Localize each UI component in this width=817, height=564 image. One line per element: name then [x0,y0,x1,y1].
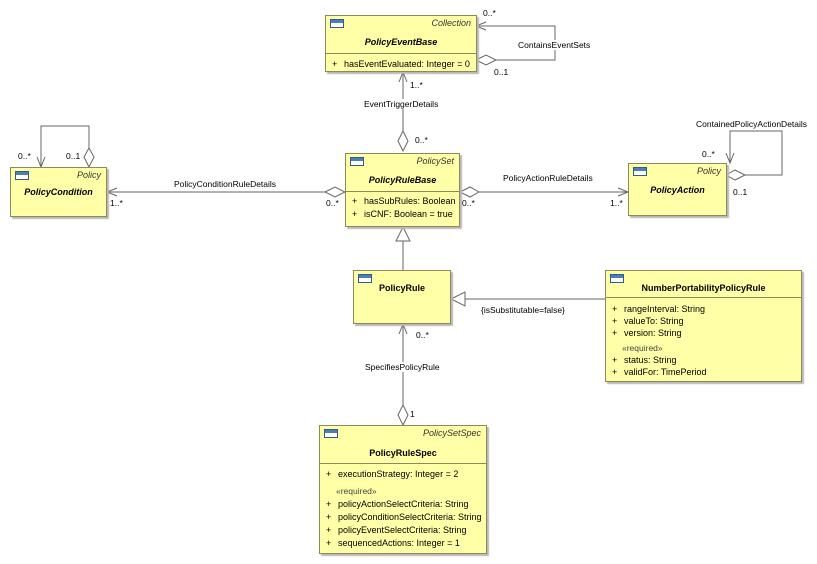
policy-condition-self-line[interactable] [40,125,90,167]
class-policy-action[interactable]: Policy PolicyAction [628,163,727,216]
stereotype-label: PolicySetSpec [422,428,481,438]
attribute-row: +status: String [612,355,677,365]
policy-rule-generalization-triangle [395,225,411,242]
specifies-policy-rule-label: SpecifiesPolicyRule [365,362,440,372]
contained-policy-action-details-diamond [724,169,747,181]
stereotype-label: Collection [431,18,471,28]
attribute-row: +policyEventSelectCriteria: String [326,525,467,535]
class-number-portability-policy-rule[interactable]: NumberPortabilityPolicyRule +rangeInterv… [605,270,802,382]
multiplicity-label: 0..1 [494,67,509,77]
multiplicity-label: 0..* [18,151,31,161]
divider [346,191,459,192]
class-name: PolicyRuleBase [368,175,437,185]
divider [326,53,476,54]
stereotype-label: Policy [76,170,101,180]
class-name: PolicyEventBase [364,37,438,47]
class-icon [330,19,344,28]
policy-action-rule-details-diamond [458,186,481,198]
policy-condition-self-diamond [83,146,95,169]
policy-action-rule-details-label: PolicyActionRuleDetails [503,173,593,183]
multiplicity-label: 1..* [110,198,123,208]
class-policy-event-base[interactable]: Collection PolicyEventBase +hasEventEval… [325,15,477,72]
attribute-row: +policyActionSelectCriteria: String [326,499,469,509]
multiplicity-label: 0..* [415,135,428,145]
attribute-row: +hasSubRules: Boolean [352,196,456,206]
attribute-row: +sequencedActions: Integer = 1 [326,538,460,548]
policy-condition-rule-details-label: PolicyConditionRuleDetails [174,179,277,189]
attribute-row: +valueTo: String [612,316,684,326]
stereotype-label: Policy [696,166,721,176]
stereotype-label: PolicySet [416,156,454,166]
class-icon [350,157,364,166]
required-stereotype: «required» [622,343,663,353]
specifies-policy-rule-diamond [397,403,409,427]
attribute-row: +validFor: TimePeriod [612,367,707,377]
class-policy-rule-base[interactable]: PolicySet PolicyRuleBase +hasSubRules: B… [345,153,460,227]
class-icon [15,171,29,180]
event-trigger-details-label: EventTriggerDetails [364,99,439,109]
multiplicity-label: 0..1 [733,187,748,197]
specifies-policy-rule-arrowhead [398,322,408,335]
multiplicity-label: 0..* [483,8,496,18]
class-policy-rule[interactable]: PolicyRule [353,270,451,324]
multiplicity-label: 0..* [416,330,429,340]
policy-condition-rule-details-diamond [323,186,347,198]
multiplicity-label: 1..* [410,80,423,90]
attribute-row: +policyConditionSelectCriteria: String [326,512,482,522]
class-name: PolicyRuleSpec [369,448,437,458]
multiplicity-label: 0..1 [66,151,81,161]
multiplicity-label: 0..* [702,149,715,159]
required-stereotype: «required» [336,486,377,496]
class-policy-condition[interactable]: Policy PolicyCondition [10,167,107,217]
multiplicity-label: 1 [410,409,415,419]
contained-policy-action-details-arrowhead [725,152,735,165]
multiplicity-label: 0..* [326,198,339,208]
class-name: PolicyAction [650,185,705,195]
attribute-row: +version: String [612,328,682,338]
multiplicity-label: 0..* [462,198,475,208]
contains-event-sets-label: ContainsEventSets [518,40,591,50]
attribute-row: +hasEventEvaluated: Integer = 0 [332,59,470,69]
contains-event-sets-diamond [474,54,498,66]
contained-policy-action-details-line[interactable] [729,130,783,176]
multiplicity-label: 1..* [610,198,623,208]
divider [320,463,486,464]
contained-policy-action-details-label: ContainedPolicyActionDetails [696,119,808,129]
class-name: NumberPortabilityPolicyRule [641,283,766,293]
policy-condition-rule-details-arrowhead [105,187,118,197]
attribute-row: +executionStrategy: Integer = 2 [326,469,459,479]
substitutable-constraint-label: {isSubstitutable=false} [481,305,565,315]
class-icon [324,429,338,438]
divider [606,297,801,298]
class-icon [633,167,647,176]
event-trigger-details-diamond [397,129,409,153]
attribute-row: +isCNF: Boolean = true [352,209,453,219]
class-policy-rule-spec[interactable]: PolicySetSpec PolicyRuleSpec +executionS… [319,425,487,554]
event-trigger-details-arrowhead [398,70,408,83]
number-portability-generalization-triangle [449,291,466,307]
attribute-row: +rangeInterval: String [612,304,706,314]
class-icon [610,274,624,283]
class-name: PolicyRule [378,283,425,293]
class-icon [358,274,372,283]
class-name: PolicyCondition [24,187,93,197]
